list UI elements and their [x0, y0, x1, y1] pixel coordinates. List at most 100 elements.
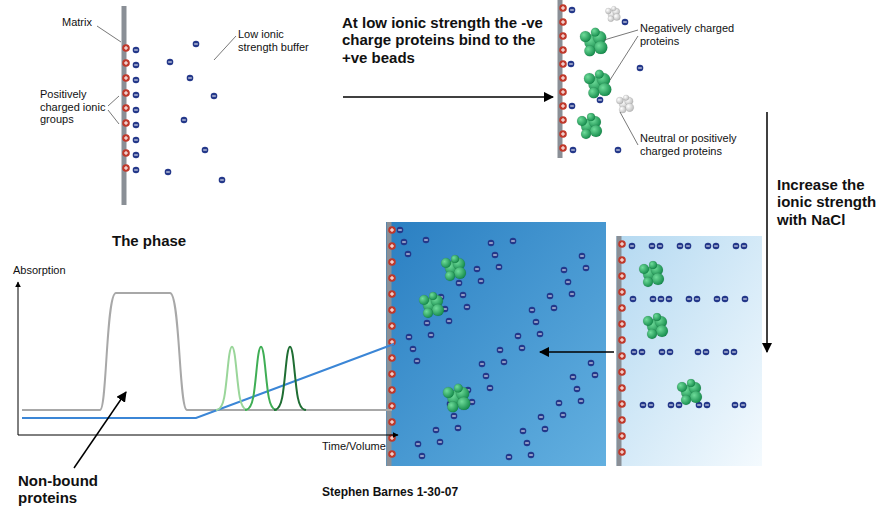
- counter-ion: [133, 77, 140, 84]
- positive-group: [388, 386, 396, 394]
- protein: [443, 384, 471, 413]
- positive-group: [618, 384, 626, 392]
- positive-group: [122, 74, 130, 82]
- counter-ion: [428, 332, 435, 339]
- counter-ion: [479, 361, 486, 368]
- counter-ion: [446, 318, 453, 325]
- step-arrow: [766, 112, 768, 352]
- positive-group: [388, 258, 396, 266]
- counter-ion: [202, 147, 209, 154]
- callout-label: Non-bound proteins: [18, 472, 138, 507]
- counter-ion: [704, 402, 711, 409]
- counter-ion: [667, 349, 674, 356]
- counter-ion: [686, 296, 693, 303]
- counter-ion: [406, 334, 413, 341]
- counter-ion: [488, 240, 495, 247]
- positive-group: [559, 18, 567, 26]
- counter-ion: [167, 59, 174, 66]
- counter-ion: [423, 237, 430, 244]
- counter-ion: [424, 320, 431, 327]
- eluted-peak: [216, 347, 248, 410]
- counter-ion: [538, 414, 545, 421]
- counter-ion: [528, 452, 535, 459]
- counter-ion: [579, 253, 586, 260]
- leader-line: [604, 30, 638, 40]
- counter-ion: [193, 41, 200, 48]
- positive-group: [388, 354, 396, 362]
- protein: [677, 379, 702, 405]
- step-arrow: [343, 96, 553, 98]
- counter-ion: [741, 243, 748, 250]
- counter-ion: [578, 398, 585, 405]
- positive-group: [618, 240, 626, 248]
- step-label: Increase the ionic strength with NaCl: [777, 176, 889, 228]
- counter-ion: [713, 243, 720, 250]
- counter-ion: [622, 19, 629, 26]
- counter-ion: [685, 243, 692, 250]
- positive-group: [122, 59, 130, 67]
- positive-group: [388, 226, 396, 234]
- positive-group: [559, 102, 567, 110]
- counter-ion: [520, 428, 527, 435]
- positive-group: [618, 432, 626, 440]
- positive-group: [388, 450, 396, 458]
- axis-label: Absorption: [13, 264, 103, 277]
- positive-group: [618, 288, 626, 296]
- counter-ion: [497, 347, 504, 354]
- counter-ion: [542, 426, 549, 433]
- counter-ion: [133, 107, 140, 114]
- positive-group: [559, 130, 567, 138]
- counter-ion: [506, 454, 513, 461]
- counter-ion: [569, 103, 576, 110]
- positive-group: [388, 242, 396, 250]
- positive-group: [388, 402, 396, 410]
- counter-ion: [597, 97, 604, 104]
- counter-ion: [615, 147, 622, 154]
- y-axis: [18, 282, 19, 435]
- counter-ion: [570, 147, 577, 154]
- matrix-surface: [617, 236, 622, 466]
- counter-ion: [496, 264, 503, 271]
- protein: [441, 255, 466, 281]
- part-label: Matrix: [62, 16, 122, 29]
- protein: [605, 6, 620, 22]
- pointer-arrow: [74, 392, 126, 468]
- counter-ion: [676, 402, 683, 409]
- positive-group: [122, 164, 130, 172]
- counter-ion: [397, 227, 404, 234]
- protein: [580, 28, 608, 57]
- counter-ion: [133, 92, 140, 99]
- protein: [616, 95, 634, 113]
- positive-group: [559, 74, 567, 82]
- positive-group: [559, 144, 567, 152]
- counter-ion: [133, 122, 140, 129]
- panel-caption: The phase: [112, 232, 222, 249]
- counter-ion: [560, 412, 567, 419]
- counter-ion: [433, 427, 440, 434]
- counter-ion: [556, 400, 563, 407]
- counter-ion: [722, 296, 729, 303]
- high-salt-panel: [386, 222, 606, 466]
- positive-group: [618, 272, 626, 280]
- counter-ion: [648, 402, 655, 409]
- counter-ion: [478, 278, 485, 285]
- counter-ion: [666, 296, 673, 303]
- counter-ion: [165, 169, 172, 176]
- counter-ion: [714, 296, 721, 303]
- counter-ion: [668, 402, 675, 409]
- counter-ion: [677, 243, 684, 250]
- positive-group: [388, 274, 396, 282]
- counter-ion: [583, 265, 590, 272]
- counter-ion: [460, 292, 467, 299]
- leader-line: [610, 36, 638, 80]
- counter-ion: [570, 374, 577, 381]
- counter-ion: [133, 137, 140, 144]
- protein: [584, 70, 612, 99]
- counter-ion: [474, 266, 481, 273]
- counter-ion: [659, 349, 666, 356]
- counter-ion: [630, 296, 637, 303]
- positive-group: [559, 46, 567, 54]
- protein: [577, 113, 602, 139]
- counter-ion: [455, 425, 462, 432]
